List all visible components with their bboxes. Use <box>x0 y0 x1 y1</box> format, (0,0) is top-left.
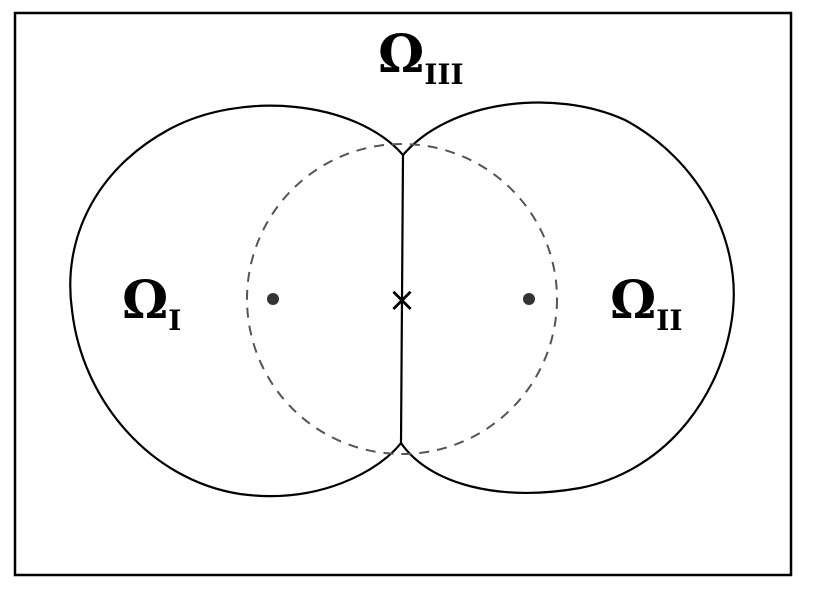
interface-line <box>399 154 405 444</box>
left-region-boundary <box>69 104 404 498</box>
left-focus-point <box>267 293 279 305</box>
label-region-3-subscript: III <box>424 58 463 91</box>
label-region-3-symbol: Ω <box>378 24 424 85</box>
label-region-1: ΩI <box>122 270 181 337</box>
origin-marker: × <box>388 280 417 320</box>
label-region-1-symbol: Ω <box>122 270 168 331</box>
label-region-2-symbol: Ω <box>610 270 656 331</box>
right-region-boundary <box>400 101 735 494</box>
dashed-circle <box>246 143 558 455</box>
label-region-2: ΩII <box>610 270 683 337</box>
label-region-3: ΩIII <box>378 24 464 91</box>
right-focus-point <box>523 293 535 305</box>
label-region-1-subscript: I <box>168 304 181 337</box>
outer-domain-boundary <box>13 11 793 577</box>
label-region-2-subscript: II <box>656 304 682 337</box>
